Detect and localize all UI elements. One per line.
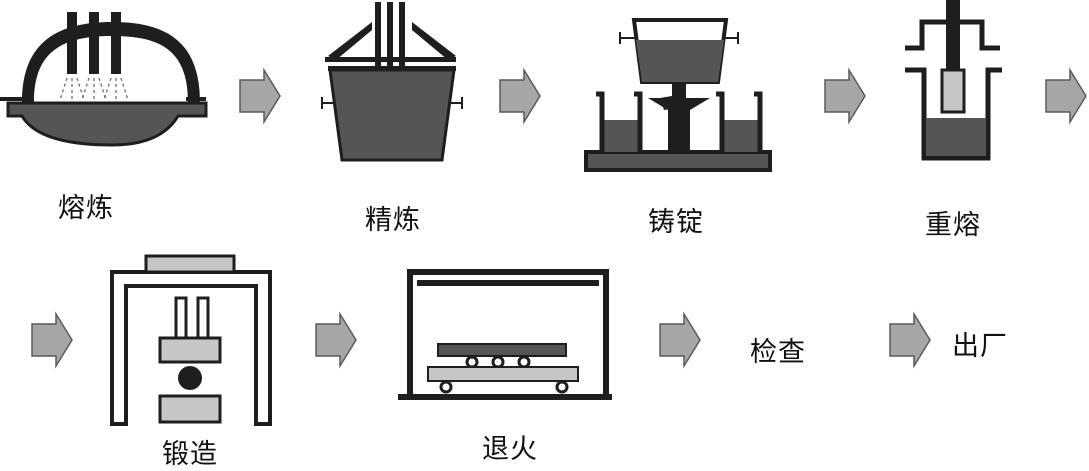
step-label-shipment: 出厂 [952, 331, 1008, 362]
step-label-forging: 锻造 [162, 439, 218, 470]
step-label-remelting: 重熔 [925, 210, 981, 241]
arrow-inspection-to-shipment [889, 311, 931, 369]
arrow-ingot-casting-to-remelting [824, 67, 866, 125]
remelting-furnace-illustration [905, 0, 1002, 161]
forging-press-illustration [110, 254, 272, 426]
step-label-refining: 精炼 [365, 205, 421, 236]
flow-arrows [31, 67, 1087, 369]
annealing-furnace-illustration [398, 269, 612, 400]
refining-ladle-illustration [321, 2, 463, 162]
ingot-casting-illustration [584, 18, 772, 172]
step-label-annealing: 退火 [482, 434, 538, 465]
arrow-refining-to-ingot-casting [499, 67, 541, 125]
arrow-into-forging [31, 311, 73, 369]
step-label-ingot-casting: 铸锭 [648, 207, 704, 238]
arrow-forging-to-annealing [315, 311, 357, 369]
arrow-annealing-to-inspection [659, 311, 701, 369]
step-label-melting: 熔炼 [58, 193, 114, 224]
arrow-remelting-to-forging [1045, 67, 1087, 125]
arrow-melting-to-refining [239, 67, 281, 125]
melting-furnace-illustration [0, 12, 208, 147]
step-label-inspection: 检查 [750, 337, 806, 368]
